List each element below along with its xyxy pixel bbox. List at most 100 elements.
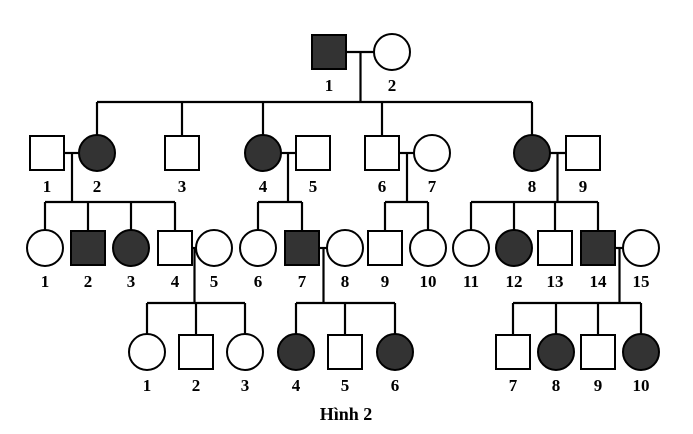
unaffected-male-square (565, 135, 601, 171)
unaffected-female-circle (622, 229, 660, 267)
affected-female-circle (622, 333, 660, 371)
individual-label: 13 (547, 272, 564, 291)
affected-female-circle (495, 229, 533, 267)
individual-label: 4 (259, 177, 268, 196)
individual-iii-3: 3 (112, 229, 150, 291)
individual-label: 10 (633, 376, 650, 395)
individual-label: 5 (341, 376, 350, 395)
individual-iii-15: 15 (622, 229, 660, 291)
individual-label: 4 (292, 376, 301, 395)
individual-ii-1: 1 (29, 135, 65, 196)
affected-female-circle (376, 333, 414, 371)
individual-label: 8 (528, 177, 537, 196)
individual-iii-2: 2 (70, 230, 106, 291)
individual-label: 6 (378, 177, 387, 196)
unaffected-male-square (295, 135, 331, 171)
unaffected-female-circle (413, 134, 451, 172)
individual-ii-7: 7 (413, 134, 451, 196)
individual-ii-5: 5 (295, 135, 331, 196)
unaffected-female-circle (26, 229, 64, 267)
individual-label: 7 (298, 272, 307, 291)
individual-label: 10 (420, 272, 437, 291)
individual-ii-4: 4 (244, 134, 282, 196)
affected-female-circle (277, 333, 315, 371)
individual-label: 1 (41, 272, 50, 291)
individual-label: 12 (506, 272, 523, 291)
unaffected-female-circle (452, 229, 490, 267)
individual-iv-7: 7 (495, 334, 531, 395)
individual-iv-2: 2 (178, 334, 214, 395)
individual-label: 7 (509, 376, 518, 395)
affected-male-square (580, 230, 616, 266)
individual-iii-11: 11 (452, 229, 490, 291)
individual-ii-9: 9 (565, 135, 601, 196)
unaffected-female-circle (373, 33, 411, 71)
unaffected-male-square (580, 334, 616, 370)
unaffected-female-circle (409, 229, 447, 267)
individual-label: 6 (391, 376, 400, 395)
individual-label: 8 (341, 272, 350, 291)
individual-iv-3: 3 (226, 333, 264, 395)
individual-label: 2 (388, 76, 397, 95)
individual-label: 4 (171, 272, 180, 291)
affected-female-circle (78, 134, 116, 172)
unaffected-female-circle (195, 229, 233, 267)
figure-caption: Hình 2 (320, 404, 373, 424)
individual-label: 7 (428, 177, 437, 196)
unaffected-female-circle (128, 333, 166, 371)
individual-iii-10: 10 (409, 229, 447, 291)
individual-ii-2: 2 (78, 134, 116, 196)
individual-iii-12: 12 (495, 229, 533, 291)
individual-iii-4: 4 (157, 230, 193, 291)
individual-iv-10: 10 (622, 333, 660, 395)
individual-iii-1: 1 (26, 229, 64, 291)
individual-label: 1 (143, 376, 152, 395)
individual-label: 2 (93, 177, 102, 196)
individual-iii-13: 13 (537, 230, 573, 291)
affected-female-circle (112, 229, 150, 267)
individual-label: 9 (579, 177, 588, 196)
individual-label: 1 (43, 177, 52, 196)
individual-label: 9 (381, 272, 390, 291)
unaffected-male-square (495, 334, 531, 370)
individual-iv-6: 6 (376, 333, 414, 395)
individual-label: 14 (590, 272, 608, 291)
unaffected-male-square (367, 230, 403, 266)
individual-iii-5: 5 (195, 229, 233, 291)
individual-label: 11 (463, 272, 479, 291)
individual-ii-6: 6 (364, 135, 400, 196)
unaffected-female-circle (326, 229, 364, 267)
unaffected-male-square (178, 334, 214, 370)
unaffected-male-square (364, 135, 400, 171)
affected-female-circle (537, 333, 575, 371)
individual-iii-14: 14 (580, 230, 616, 291)
individual-iv-8: 8 (537, 333, 575, 395)
unaffected-female-circle (226, 333, 264, 371)
individual-i-2: 2 (373, 33, 411, 95)
affected-male-square (70, 230, 106, 266)
individual-label: 3 (241, 376, 250, 395)
individual-iv-5: 5 (327, 334, 363, 395)
individual-label: 8 (552, 376, 561, 395)
affected-female-circle (244, 134, 282, 172)
unaffected-female-circle (239, 229, 277, 267)
individual-iii-8: 8 (326, 229, 364, 291)
individual-ii-3: 3 (164, 135, 200, 196)
pedigree-lines (43, 50, 643, 335)
affected-male-square (311, 34, 347, 70)
individual-label: 5 (309, 177, 318, 196)
individual-label: 2 (192, 376, 201, 395)
individual-label: 6 (254, 272, 263, 291)
individual-i-1: 1 (311, 34, 347, 95)
individual-label: 3 (127, 272, 136, 291)
affected-female-circle (513, 134, 551, 172)
unaffected-male-square (327, 334, 363, 370)
unaffected-male-square (29, 135, 65, 171)
individual-ii-8: 8 (513, 134, 551, 196)
individual-label: 3 (178, 177, 187, 196)
unaffected-male-square (537, 230, 573, 266)
individual-label: 9 (594, 376, 603, 395)
individual-iii-7: 7 (284, 230, 320, 291)
